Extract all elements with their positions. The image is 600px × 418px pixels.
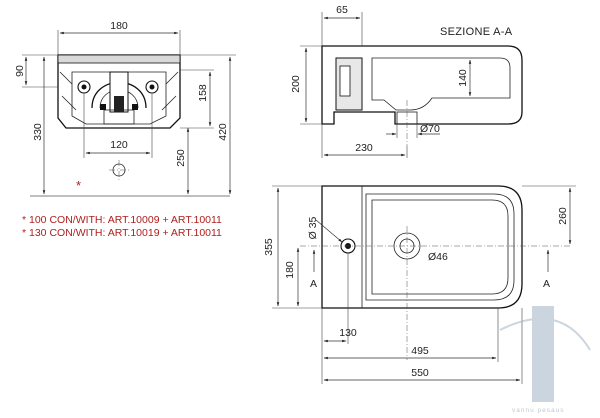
front-center-slot xyxy=(114,96,124,112)
section-mark-left: A xyxy=(310,278,317,290)
dim-plan-tap-hole: Ø 35 xyxy=(307,216,319,239)
plan-basin-rim xyxy=(365,193,515,301)
section-mark-right: A xyxy=(543,278,550,290)
section-inner-basin xyxy=(371,57,511,111)
front-view: 180 90 330 158 420 120 250 * xyxy=(14,20,236,197)
dim-front-180: 180 xyxy=(110,20,128,32)
dim-plan-drain-diameter: Ø46 xyxy=(428,251,448,263)
watermark: vannu pesaus xyxy=(499,306,591,414)
plan-basin-inner xyxy=(371,199,509,295)
section-outer-shell xyxy=(321,45,523,125)
note-line-2: * 130 CON/WITH: ART.10019 + ART.10011 xyxy=(22,227,222,239)
dim-section-200: 200 xyxy=(290,75,302,93)
dim-section-diameter-70: Ø70 xyxy=(420,123,440,135)
dim-section-140: 140 xyxy=(457,69,469,87)
front-star-mark: * xyxy=(76,178,81,193)
watermark-bar xyxy=(532,306,554,402)
plan-outer-outline xyxy=(321,185,523,309)
dim-plan-130: 130 xyxy=(339,327,357,339)
dim-plan-550: 550 xyxy=(411,367,429,379)
dim-front-158: 158 xyxy=(197,84,209,102)
watermark-swoosh xyxy=(499,317,591,351)
dim-front-330: 330 xyxy=(32,123,44,141)
dim-plan-355: 355 xyxy=(263,238,275,256)
dim-plan-180: 180 xyxy=(284,261,296,279)
section-title: SEZIONE A-A xyxy=(440,26,513,38)
front-basin-inner xyxy=(71,71,167,125)
dim-section-65: 65 xyxy=(336,4,348,16)
plan-view: Ø 35 355 180 260 Ø46 A A 130 495 550 xyxy=(263,185,576,384)
dim-plan-495: 495 xyxy=(411,345,429,357)
watermark-text: vannu pesaus xyxy=(512,407,564,414)
note-line-1: * 100 CON/WITH: ART.10009 + ART.10011 xyxy=(22,214,222,226)
section-view: SEZIONE A-A 65 200 140 230 xyxy=(290,4,523,158)
dim-front-420: 420 xyxy=(217,123,229,141)
dim-section-230: 230 xyxy=(355,142,373,154)
dim-front-120: 120 xyxy=(110,139,128,151)
dim-front-250: 250 xyxy=(175,149,187,167)
dim-front-90: 90 xyxy=(14,65,26,77)
front-bottom-plate xyxy=(103,109,135,125)
front-basin-rim xyxy=(57,54,181,64)
dim-plan-260: 260 xyxy=(557,207,569,225)
